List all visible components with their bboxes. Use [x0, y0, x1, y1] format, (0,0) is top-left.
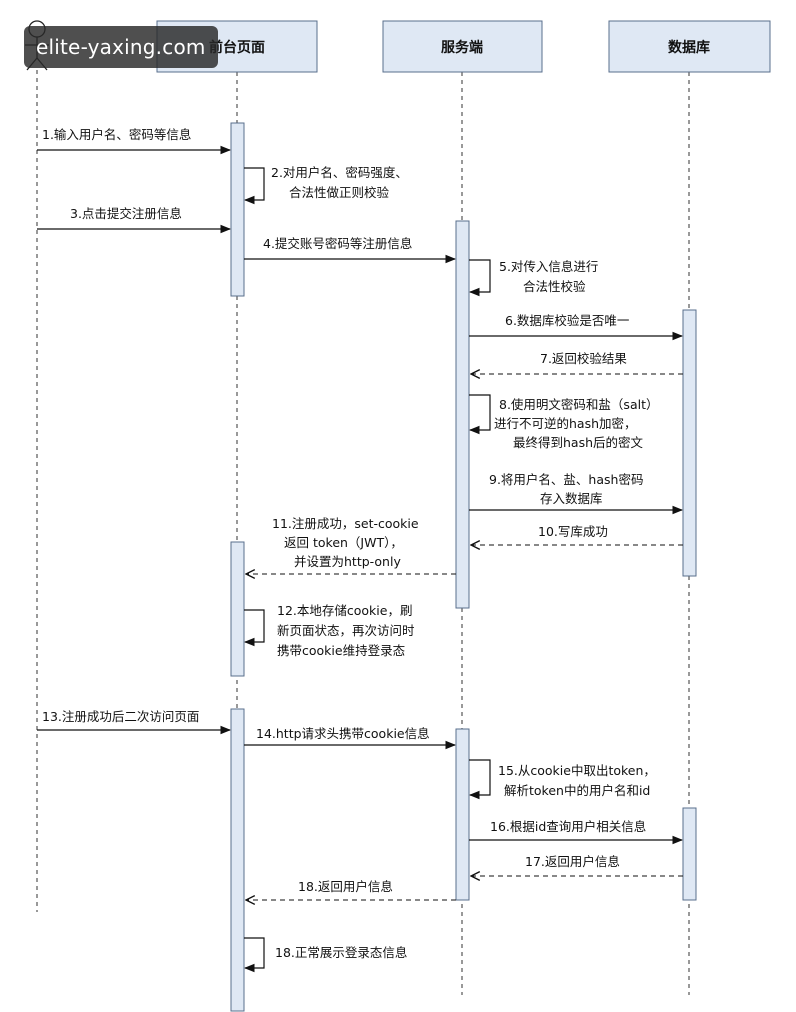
message-2-label: 2.对用户名、密码强度、合法性做正则校验	[271, 165, 408, 200]
arrow-5	[468, 259, 491, 297]
arrow-19	[243, 937, 265, 973]
participant-server: 服务端	[382, 20, 543, 73]
server-activation-1	[455, 220, 470, 609]
message-18-label: 18.返回用户信息	[298, 879, 393, 894]
participant-frontend-label: 前台页面	[209, 39, 265, 56]
message-15-label: 15.从cookie中取出token，解析token中的用户名和id	[498, 763, 656, 798]
arrow-15	[468, 759, 491, 800]
message-5-label: 5.对传入信息进行合法性校验	[499, 259, 598, 294]
message-16-label: 16.根据id查询用户相关信息	[490, 819, 646, 834]
participant-server-label: 服务端	[441, 39, 483, 56]
message-3-label: 3.点击提交注册信息	[70, 206, 182, 221]
arrow-8	[468, 394, 491, 435]
participant-database: 数据库	[608, 20, 771, 73]
arrow-2	[243, 167, 265, 205]
message-1-label: 1.输入用户名、密码等信息	[42, 127, 191, 142]
frontend-activation-2	[230, 541, 245, 677]
message-14-label: 14.http请求头携带cookie信息	[256, 726, 430, 741]
server-activation-2	[455, 728, 470, 901]
message-12-label: 12.本地存储cookie，刷新页面状态，再次访问时携带cookie维持登录态	[277, 603, 415, 658]
message-4-label: 4.提交账号密码等注册信息	[263, 236, 412, 251]
message-8-label: 8.使用明文密码和盐（salt）进行不可逆的hash加密，最终得到hash后的密…	[494, 397, 658, 450]
frontend-activation-1	[230, 122, 245, 297]
message-13-label: 13.注册成功后二次访问页面	[42, 709, 199, 724]
watermark-badge: elite-yaxing.com	[24, 26, 218, 68]
database-activation-2	[682, 807, 697, 901]
arrow-12	[243, 609, 265, 647]
message-6-label: 6.数据库校验是否唯一	[505, 313, 629, 328]
frontend-activation-3	[230, 708, 245, 1012]
message-9-label: 9.将用户名、盐、hash密码存入数据库	[489, 472, 643, 506]
message-19-label: 18.正常展示登录态信息	[275, 945, 407, 960]
database-activation-1	[682, 309, 697, 577]
message-17-label: 17.返回用户信息	[525, 854, 620, 869]
participant-database-label: 数据库	[668, 39, 710, 56]
message-7-label: 7.返回校验结果	[540, 351, 627, 366]
message-10-label: 10.写库成功	[538, 524, 608, 539]
